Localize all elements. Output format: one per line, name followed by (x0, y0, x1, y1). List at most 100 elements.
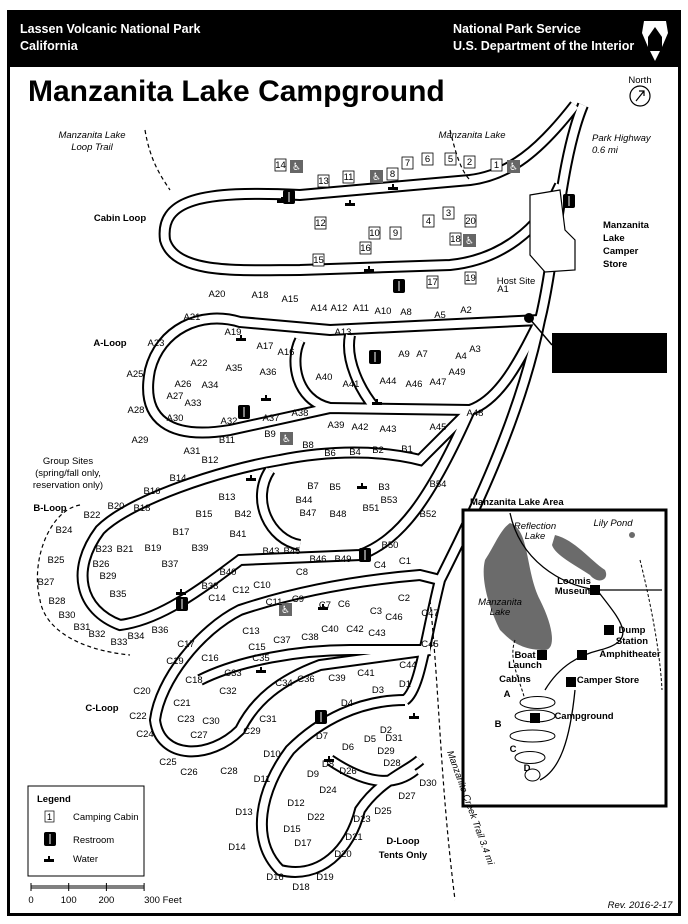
campsite-d2[interactable]: D2 (380, 725, 392, 736)
campsite-b26[interactable]: B26 (93, 559, 110, 570)
campsite-a17[interactable]: A17 (257, 341, 274, 352)
campsite-d31[interactable]: D31 (385, 733, 402, 744)
cabin-18[interactable]: 18 (449, 232, 462, 246)
campsite-d13[interactable]: D13 (235, 807, 252, 818)
campsite-d29[interactable]: D29 (377, 746, 394, 757)
campsite-c39[interactable]: C39 (328, 673, 345, 684)
campsite-d8[interactable]: D8 (322, 759, 334, 770)
campsite-a47[interactable]: A47 (430, 377, 447, 388)
campsite-d3[interactable]: D3 (372, 685, 384, 696)
campsite-c2[interactable]: C2 (398, 593, 410, 604)
campsite-a3[interactable]: A3 (469, 344, 481, 355)
campsite-b42[interactable]: B42 (235, 509, 252, 520)
campsite-c30[interactable]: C30 (202, 716, 219, 727)
cabin-20[interactable]: 20 (464, 214, 477, 228)
campsite-c23[interactable]: C23 (177, 714, 194, 725)
campsite-c21[interactable]: C21 (173, 698, 190, 709)
campsite-a48[interactable]: A48 (467, 408, 484, 419)
campsite-b25[interactable]: B25 (48, 555, 65, 566)
campsite-c35[interactable]: C35 (252, 653, 269, 664)
campsite-b4[interactable]: B4 (349, 447, 361, 458)
campsite-c41[interactable]: C41 (357, 668, 374, 679)
campsite-a22[interactable]: A22 (191, 358, 208, 369)
campsite-b50[interactable]: B50 (382, 540, 399, 551)
cabin-8[interactable]: 8 (386, 167, 399, 181)
campsite-d10[interactable]: D10 (263, 749, 280, 760)
campsite-a29[interactable]: A29 (132, 435, 149, 446)
campsite-c43[interactable]: C43 (368, 628, 385, 639)
campsite-a31[interactable]: A31 (184, 446, 201, 457)
campsite-a5[interactable]: A5 (434, 310, 446, 321)
campsite-b13[interactable]: B13 (219, 492, 236, 503)
campsite-a9[interactable]: A9 (398, 349, 410, 360)
campsite-c37[interactable]: C37 (273, 635, 290, 646)
campsite-b20[interactable]: B20 (108, 501, 125, 512)
campsite-c44[interactable]: C44 (399, 660, 416, 671)
campsite-c32[interactable]: C32 (219, 686, 236, 697)
campsite-b11[interactable]: B11 (219, 435, 235, 446)
campsite-c9[interactable]: C9 (292, 594, 304, 605)
campsite-b41[interactable]: B41 (230, 529, 247, 540)
cabin-3[interactable]: 3 (442, 206, 455, 220)
campsite-a20[interactable]: A20 (209, 289, 226, 300)
campsite-b52[interactable]: B52 (420, 509, 437, 520)
campsite-b46[interactable]: B46 (310, 554, 327, 565)
campsite-c15[interactable]: C15 (248, 642, 265, 653)
campsite-a10[interactable]: A10 (375, 306, 392, 317)
campsite-d18[interactable]: D18 (292, 882, 309, 893)
campsite-c42[interactable]: C42 (346, 624, 363, 635)
campsite-b45[interactable]: B45 (284, 546, 301, 557)
campsite-b30[interactable]: B30 (59, 610, 76, 621)
campsite-c22[interactable]: C22 (129, 711, 146, 722)
campsite-b43[interactable]: B43 (263, 546, 280, 557)
campsite-d26[interactable]: D26 (339, 766, 356, 777)
campsite-b38[interactable]: B38 (202, 581, 219, 592)
campsite-b19[interactable]: B19 (145, 543, 162, 554)
campsite-a38[interactable]: A38 (292, 408, 309, 419)
campsite-a16[interactable]: A16 (278, 347, 295, 358)
campsite-d21[interactable]: D21 (345, 832, 362, 843)
campsite-d24[interactable]: D24 (319, 785, 336, 796)
campsite-b34[interactable]: B34 (128, 631, 145, 642)
campsite-c29[interactable]: C29 (243, 726, 260, 737)
campsite-b36[interactable]: B36 (152, 625, 169, 636)
campsite-b3[interactable]: B3 (378, 482, 390, 493)
campsite-b31[interactable]: B31 (74, 622, 91, 633)
campsite-a19[interactable]: A19 (225, 327, 242, 338)
campsite-a15[interactable]: A15 (282, 294, 299, 305)
campsite-b48[interactable]: B48 (330, 509, 347, 520)
campsite-b53[interactable]: B53 (381, 495, 398, 506)
campsite-b32[interactable]: B32 (89, 629, 106, 640)
cabin-12[interactable]: 12 (314, 216, 327, 230)
campsite-b18[interactable]: B18 (134, 503, 151, 514)
campsite-a21[interactable]: A21 (184, 312, 201, 323)
campsite-c19[interactable]: C19 (166, 656, 183, 667)
campsite-d1[interactable]: D1 (399, 679, 411, 690)
campsite-b40[interactable]: B40 (220, 567, 237, 578)
campsite-d30[interactable]: D30 (419, 778, 436, 789)
cabin-9[interactable]: 9 (389, 226, 402, 240)
campsite-b14[interactable]: B14 (170, 473, 187, 484)
campsite-a23[interactable]: A23 (148, 338, 165, 349)
campsite-c25[interactable]: C25 (159, 757, 176, 768)
campsite-a30[interactable]: A30 (167, 413, 184, 424)
campsite-a34[interactable]: A34 (202, 380, 219, 391)
campsite-c1[interactable]: C1 (399, 556, 411, 567)
campsite-a41[interactable]: A41 (343, 379, 360, 390)
campsite-a33[interactable]: A33 (185, 398, 202, 409)
cabin-7[interactable]: 7 (401, 156, 414, 170)
campsite-c8[interactable]: C8 (296, 567, 308, 578)
campsite-a13[interactable]: A13 (335, 327, 352, 338)
campsite-d5[interactable]: D5 (364, 734, 376, 745)
campsite-c28[interactable]: C28 (220, 766, 237, 777)
campsite-b21[interactable]: B21 (117, 544, 134, 555)
cabin-5[interactable]: 5 (444, 152, 457, 166)
campsite-c10[interactable]: C10 (253, 580, 270, 591)
campsite-d11[interactable]: D11 (254, 774, 271, 785)
cabin-1[interactable]: 1 (490, 158, 503, 172)
campsite-c24[interactable]: C24 (136, 729, 153, 740)
campsite-b37[interactable]: B37 (162, 559, 179, 570)
campsite-b51[interactable]: B51 (363, 503, 380, 514)
campsite-b24[interactable]: B24 (56, 525, 73, 536)
cabin-16[interactable]: 16 (359, 241, 372, 255)
